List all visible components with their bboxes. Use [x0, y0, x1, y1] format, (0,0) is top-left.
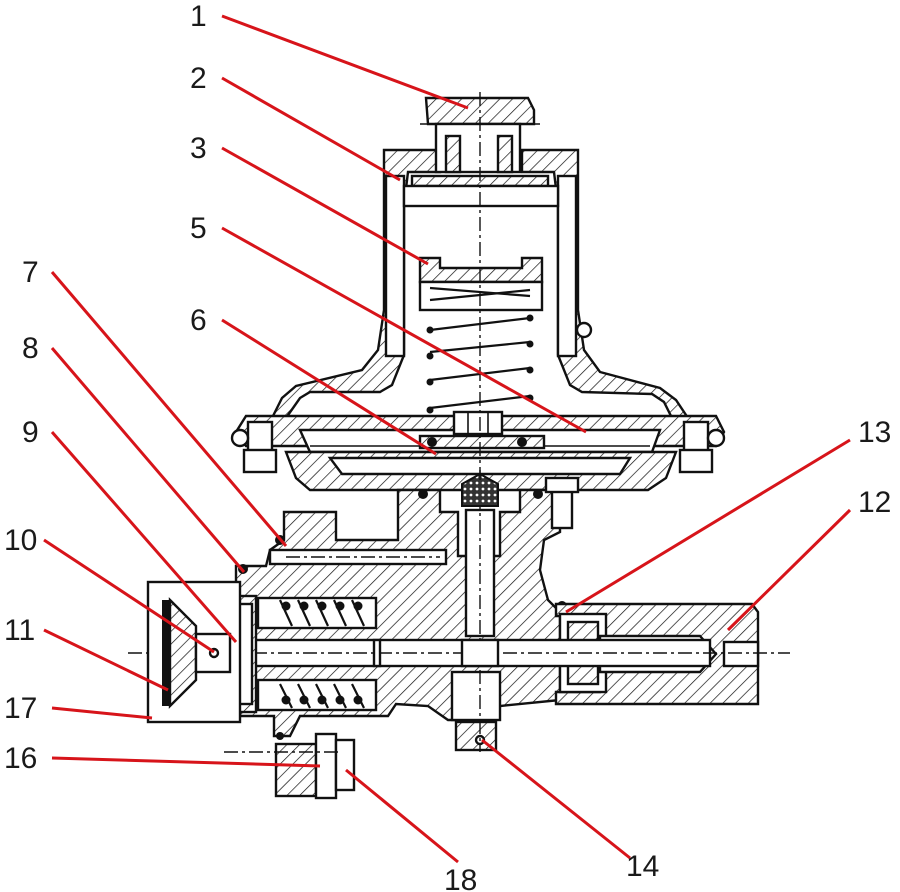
label-6: 6: [190, 304, 207, 337]
leader-12: [726, 508, 852, 632]
callout-labels: 1 2 3 5 6 7 8 9 10 11 12 13 14 16 17 18: [4, 0, 891, 892]
label-7: 7: [22, 256, 39, 289]
leader-3: [221, 146, 429, 266]
label-14: 14: [626, 850, 659, 883]
leader-7: [50, 271, 288, 547]
label-8: 8: [22, 332, 39, 365]
label-17: 17: [4, 692, 37, 725]
leader-6: [221, 318, 437, 456]
label-11: 11: [4, 614, 35, 647]
leader-2: [221, 76, 401, 182]
label-5: 5: [190, 212, 207, 245]
leader-9: [50, 431, 238, 643]
relief-spring: [226, 594, 378, 714]
label-9: 9: [22, 416, 39, 449]
leader-lines: [43, 14, 852, 864]
leader-1: [221, 14, 469, 110]
leader-17: [51, 706, 153, 720]
label-2: 2: [190, 62, 207, 95]
label-3: 3: [190, 132, 207, 165]
leader-10: [43, 538, 215, 654]
label-10: 10: [4, 524, 37, 557]
label-18: 18: [444, 864, 477, 892]
leader-14: [481, 738, 631, 860]
leader-5: [221, 226, 587, 434]
bottom-plug: [450, 670, 502, 752]
adjusting-knob: [146, 580, 242, 724]
label-16: 16: [4, 742, 37, 775]
leader-16: [51, 756, 321, 768]
leader-18: [345, 768, 459, 864]
leader-8: [50, 347, 246, 573]
label-1: 1: [190, 0, 207, 33]
label-13: 13: [858, 416, 891, 449]
diaphragm-assembly: [230, 410, 726, 492]
label-12: 12: [858, 486, 891, 519]
bottom-bolt: [224, 732, 356, 800]
leader-13: [565, 438, 851, 614]
leader-11: [43, 628, 169, 692]
